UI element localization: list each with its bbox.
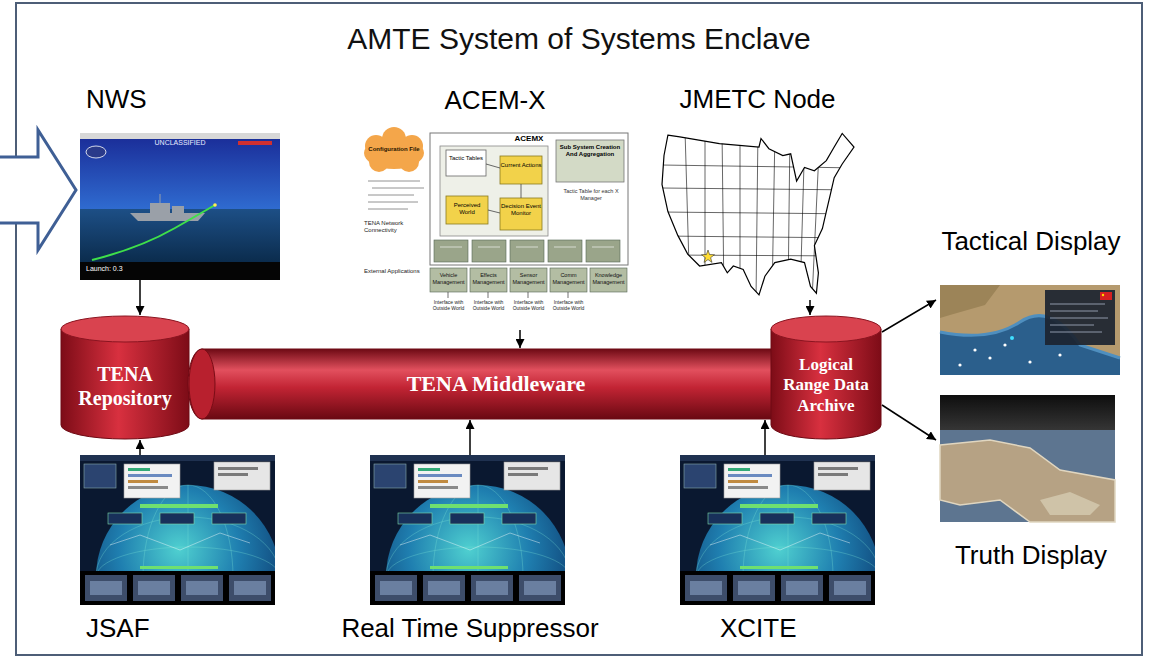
illustration-label: Sub System Creation And Aggregation <box>558 144 622 158</box>
illustration-label: Interface with Outside World <box>508 299 549 311</box>
node-label: JSAF <box>80 613 275 644</box>
label-holder: Vehicle Management <box>430 272 467 285</box>
label-holder: Sensor Management <box>510 272 547 285</box>
connector-arrow <box>764 420 766 455</box>
node-label: Truth Display <box>936 540 1126 571</box>
label-holder: TENA Network Connectivity <box>364 220 428 234</box>
label-holder: Current Actions <box>500 162 542 169</box>
tactical-display-image <box>940 285 1120 375</box>
illustration-label: Knowledge Management <box>590 272 627 285</box>
illustration-label: Perceived World <box>446 202 488 216</box>
illustration-label: Comm Management <box>550 272 587 285</box>
us-map <box>660 130 860 300</box>
illustration-label: Sensor Management <box>510 272 547 285</box>
illustration-label: TENA Network Connectivity <box>364 220 428 234</box>
illustration-label: Launch: 0.3 <box>86 265 176 273</box>
illustration-label: Configuration File <box>366 146 422 153</box>
node-label: TENA Middleware <box>407 371 586 397</box>
node-label: JMETC Node <box>655 84 860 115</box>
connector-arrow <box>139 280 141 315</box>
label-holder: Tactic Table for each X Manager <box>556 188 626 201</box>
database-cylinder: TENA Repository <box>60 315 190 440</box>
label-holder: UNCLASSIFIED <box>130 139 230 147</box>
illustration-label: Tactic Tables <box>446 155 486 162</box>
label-holder: Tactic Tables <box>446 155 486 162</box>
node-label: Tactical Display <box>936 226 1126 257</box>
node-label: Logical Range Data Archive <box>776 355 876 416</box>
illustration-label: Effects Management <box>470 272 507 285</box>
label-holder: Interface with Outside World <box>468 299 509 311</box>
label-holder: Effects Management <box>470 272 507 285</box>
label-holder: Knowledge Management <box>590 272 627 285</box>
node-label: XCITE <box>680 613 875 644</box>
middleware-bus: TENA Middleware <box>188 348 790 420</box>
illustration-label: Current Actions <box>500 162 542 169</box>
node-label: NWS <box>80 84 280 115</box>
node-label: Real Time Suppressor <box>320 613 620 644</box>
acemx-illustration <box>364 127 628 298</box>
simulation-screenshots <box>80 455 880 661</box>
connector-arrow <box>519 330 521 348</box>
illustration-label: Vehicle Management <box>430 272 467 285</box>
illustration-label: Tactic Table for each X Manager <box>556 188 626 201</box>
node-label: TENA Repository <box>66 362 184 410</box>
database-cylinder: Logical Range Data Archive <box>770 315 882 440</box>
connector-arrow <box>469 420 471 455</box>
connector-arrow <box>809 300 811 315</box>
label-holder: Interface with Outside World <box>428 299 469 311</box>
illustration-label: External Applications <box>364 268 428 275</box>
illustration-label: UNCLASSIFIED <box>130 139 230 147</box>
illustration-label: ACEMX <box>430 134 628 144</box>
label-holder: Comm Management <box>550 272 587 285</box>
label-holder: Interface with Outside World <box>548 299 589 311</box>
label-holder: Decision Event Monitor <box>500 203 542 217</box>
label-holder: Configuration File <box>366 146 422 153</box>
connector-arrow <box>882 405 936 440</box>
label-holder: Interface with Outside World <box>508 299 549 311</box>
label-holder: External Applications <box>364 268 428 275</box>
illustration-label: Interface with Outside World <box>468 299 509 311</box>
truth-display-image <box>940 395 1115 522</box>
label-holder: Perceived World <box>446 202 488 216</box>
input-arrow <box>0 130 76 250</box>
illustration-label: Interface with Outside World <box>548 299 589 311</box>
node-label: ACEM-X <box>360 85 630 116</box>
illustration-label: Interface with Outside World <box>428 299 469 311</box>
illustration-label: Decision Event Monitor <box>500 203 542 217</box>
label-holder: ACEMX <box>430 134 628 144</box>
diagram-title: AMTE System of Systems Enclave <box>17 21 1141 57</box>
connector-arrow <box>882 300 936 332</box>
label-holder: Launch: 0.3 <box>86 265 176 273</box>
connector-arrow <box>139 440 141 455</box>
nws-screenshot <box>80 133 280 280</box>
label-holder: Sub System Creation And Aggregation <box>558 144 622 158</box>
